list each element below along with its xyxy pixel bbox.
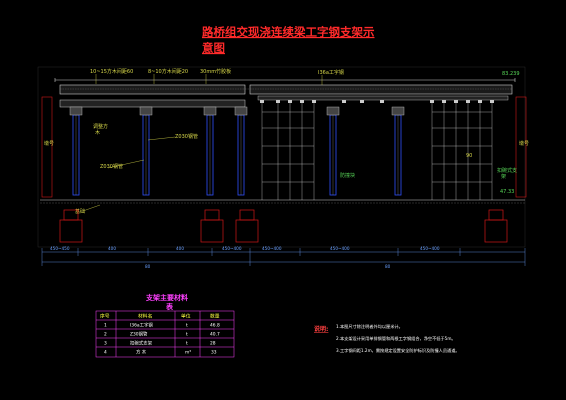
table-row: 46.8: [210, 323, 220, 329]
cross-beam-left: [59, 99, 246, 108]
label-steel-pipe-2: Z030钢管: [100, 163, 123, 170]
note-line-3: 3.工字钢间距1.2m，需按规定设置安全防护标识及防撞人员通道。: [336, 347, 460, 354]
label-height-90: 90: [466, 153, 472, 159]
table-header-name: 材料名: [138, 313, 153, 320]
label-steel-pipe-1: Z030钢管: [175, 133, 198, 140]
label-timber-spacing-20: 8~10方木间距20: [148, 68, 188, 75]
table-row: 3: [104, 341, 107, 347]
label-bamboo-plywood: 30mm竹胶板: [200, 68, 231, 75]
materials-table-header: 序号 材料名 单位 数量: [100, 313, 220, 320]
table-row: 2: [104, 332, 107, 338]
table-row: I36a工字钢: [130, 322, 153, 329]
dim-3: 400: [176, 246, 184, 251]
materials-table-title-sub: 表: [165, 302, 174, 311]
dim-1: 450~450: [50, 246, 70, 251]
pier-footings: [59, 209, 508, 243]
cross-beam-right: [257, 95, 509, 101]
table-row: 扣碗式支架: [130, 340, 153, 347]
table-header-index: 序号: [100, 313, 110, 320]
label-pier-left: 墩号: [44, 140, 54, 147]
pipe-columns-right: [326, 106, 405, 196]
leader-foundation: [82, 204, 101, 212]
materials-table-title: 支架主要材料: [145, 293, 188, 302]
drawing-title-line2: 意图: [202, 41, 225, 55]
scaffold-top-nodes: [260, 100, 494, 103]
label-pier-right: 墩号: [519, 140, 529, 147]
label-elevation-bottom: 47.33: [500, 189, 514, 195]
deck-slab-left: [59, 84, 246, 95]
table-row: 方 木: [136, 349, 147, 356]
materials-table-rows: 1 I36a工字钢 t 46.8 2 Z30钢管 t 40.7 3 扣碗式支架 …: [104, 322, 220, 356]
table-row: 33: [211, 350, 217, 356]
pier-wall-left: [41, 96, 53, 198]
dim-5: 450~400: [262, 246, 282, 251]
table-row: t: [186, 323, 188, 329]
table-header-unit: 单位: [181, 313, 191, 320]
drawing-frame: [37, 66, 526, 248]
leader-steel-pipe-1: [147, 136, 176, 141]
label-bowl-scaffold-2: 架: [501, 174, 506, 180]
dimension-chain: [41, 248, 526, 266]
label-bowl-scaffold-1: 扣碗式支: [497, 167, 517, 174]
bowl-scaffold-grid: [261, 100, 493, 200]
label-elevation-top: 83.239: [502, 71, 520, 77]
dim-2: 400: [108, 246, 116, 251]
table-row: Z30钢管: [130, 331, 148, 338]
column-caps-left: [69, 106, 248, 116]
table-row: m³: [185, 350, 191, 356]
label-i-beam: I36a工字钢: [318, 69, 344, 76]
label-timber-spacing-60: 10~15方木间距60: [90, 68, 133, 75]
dim-4: 450~400: [222, 246, 242, 251]
label-foundation: 基础: [75, 208, 85, 215]
table-row: 1: [104, 323, 107, 329]
deck-slab-right: [249, 84, 513, 95]
table-header-qty: 数量: [210, 313, 220, 320]
table-row: t: [186, 341, 188, 347]
table-row: 40.7: [210, 332, 220, 338]
label-anti-collision: 防撞块: [340, 172, 355, 179]
dim-7: 450~400: [420, 246, 440, 251]
leader-steel-pipe-2: [107, 159, 145, 169]
table-row: 28: [210, 341, 216, 347]
dim-6: 450~400: [330, 246, 350, 251]
dim-total-right: 80: [385, 264, 391, 269]
notes-label: 说明:: [314, 325, 328, 333]
table-row: t: [186, 332, 188, 338]
materials-table-grid: [95, 310, 235, 358]
note-line-1: 1.本图尺寸除注明者外均以厘米计。: [336, 323, 403, 330]
pier-wall-right: [515, 96, 527, 198]
note-line-2: 2.本支架设计采用单排钢管和两根工字钢组合，净空不低于5m。: [336, 335, 456, 342]
label-adjust-timber-2: 木: [95, 129, 100, 136]
dim-total-left: 80: [145, 264, 151, 269]
drawing-title-line1: 路桥组交现浇连续梁工字钢支架示: [202, 25, 375, 39]
table-row: 4: [104, 350, 107, 356]
label-adjust-timber-1: 调整方: [93, 123, 108, 130]
